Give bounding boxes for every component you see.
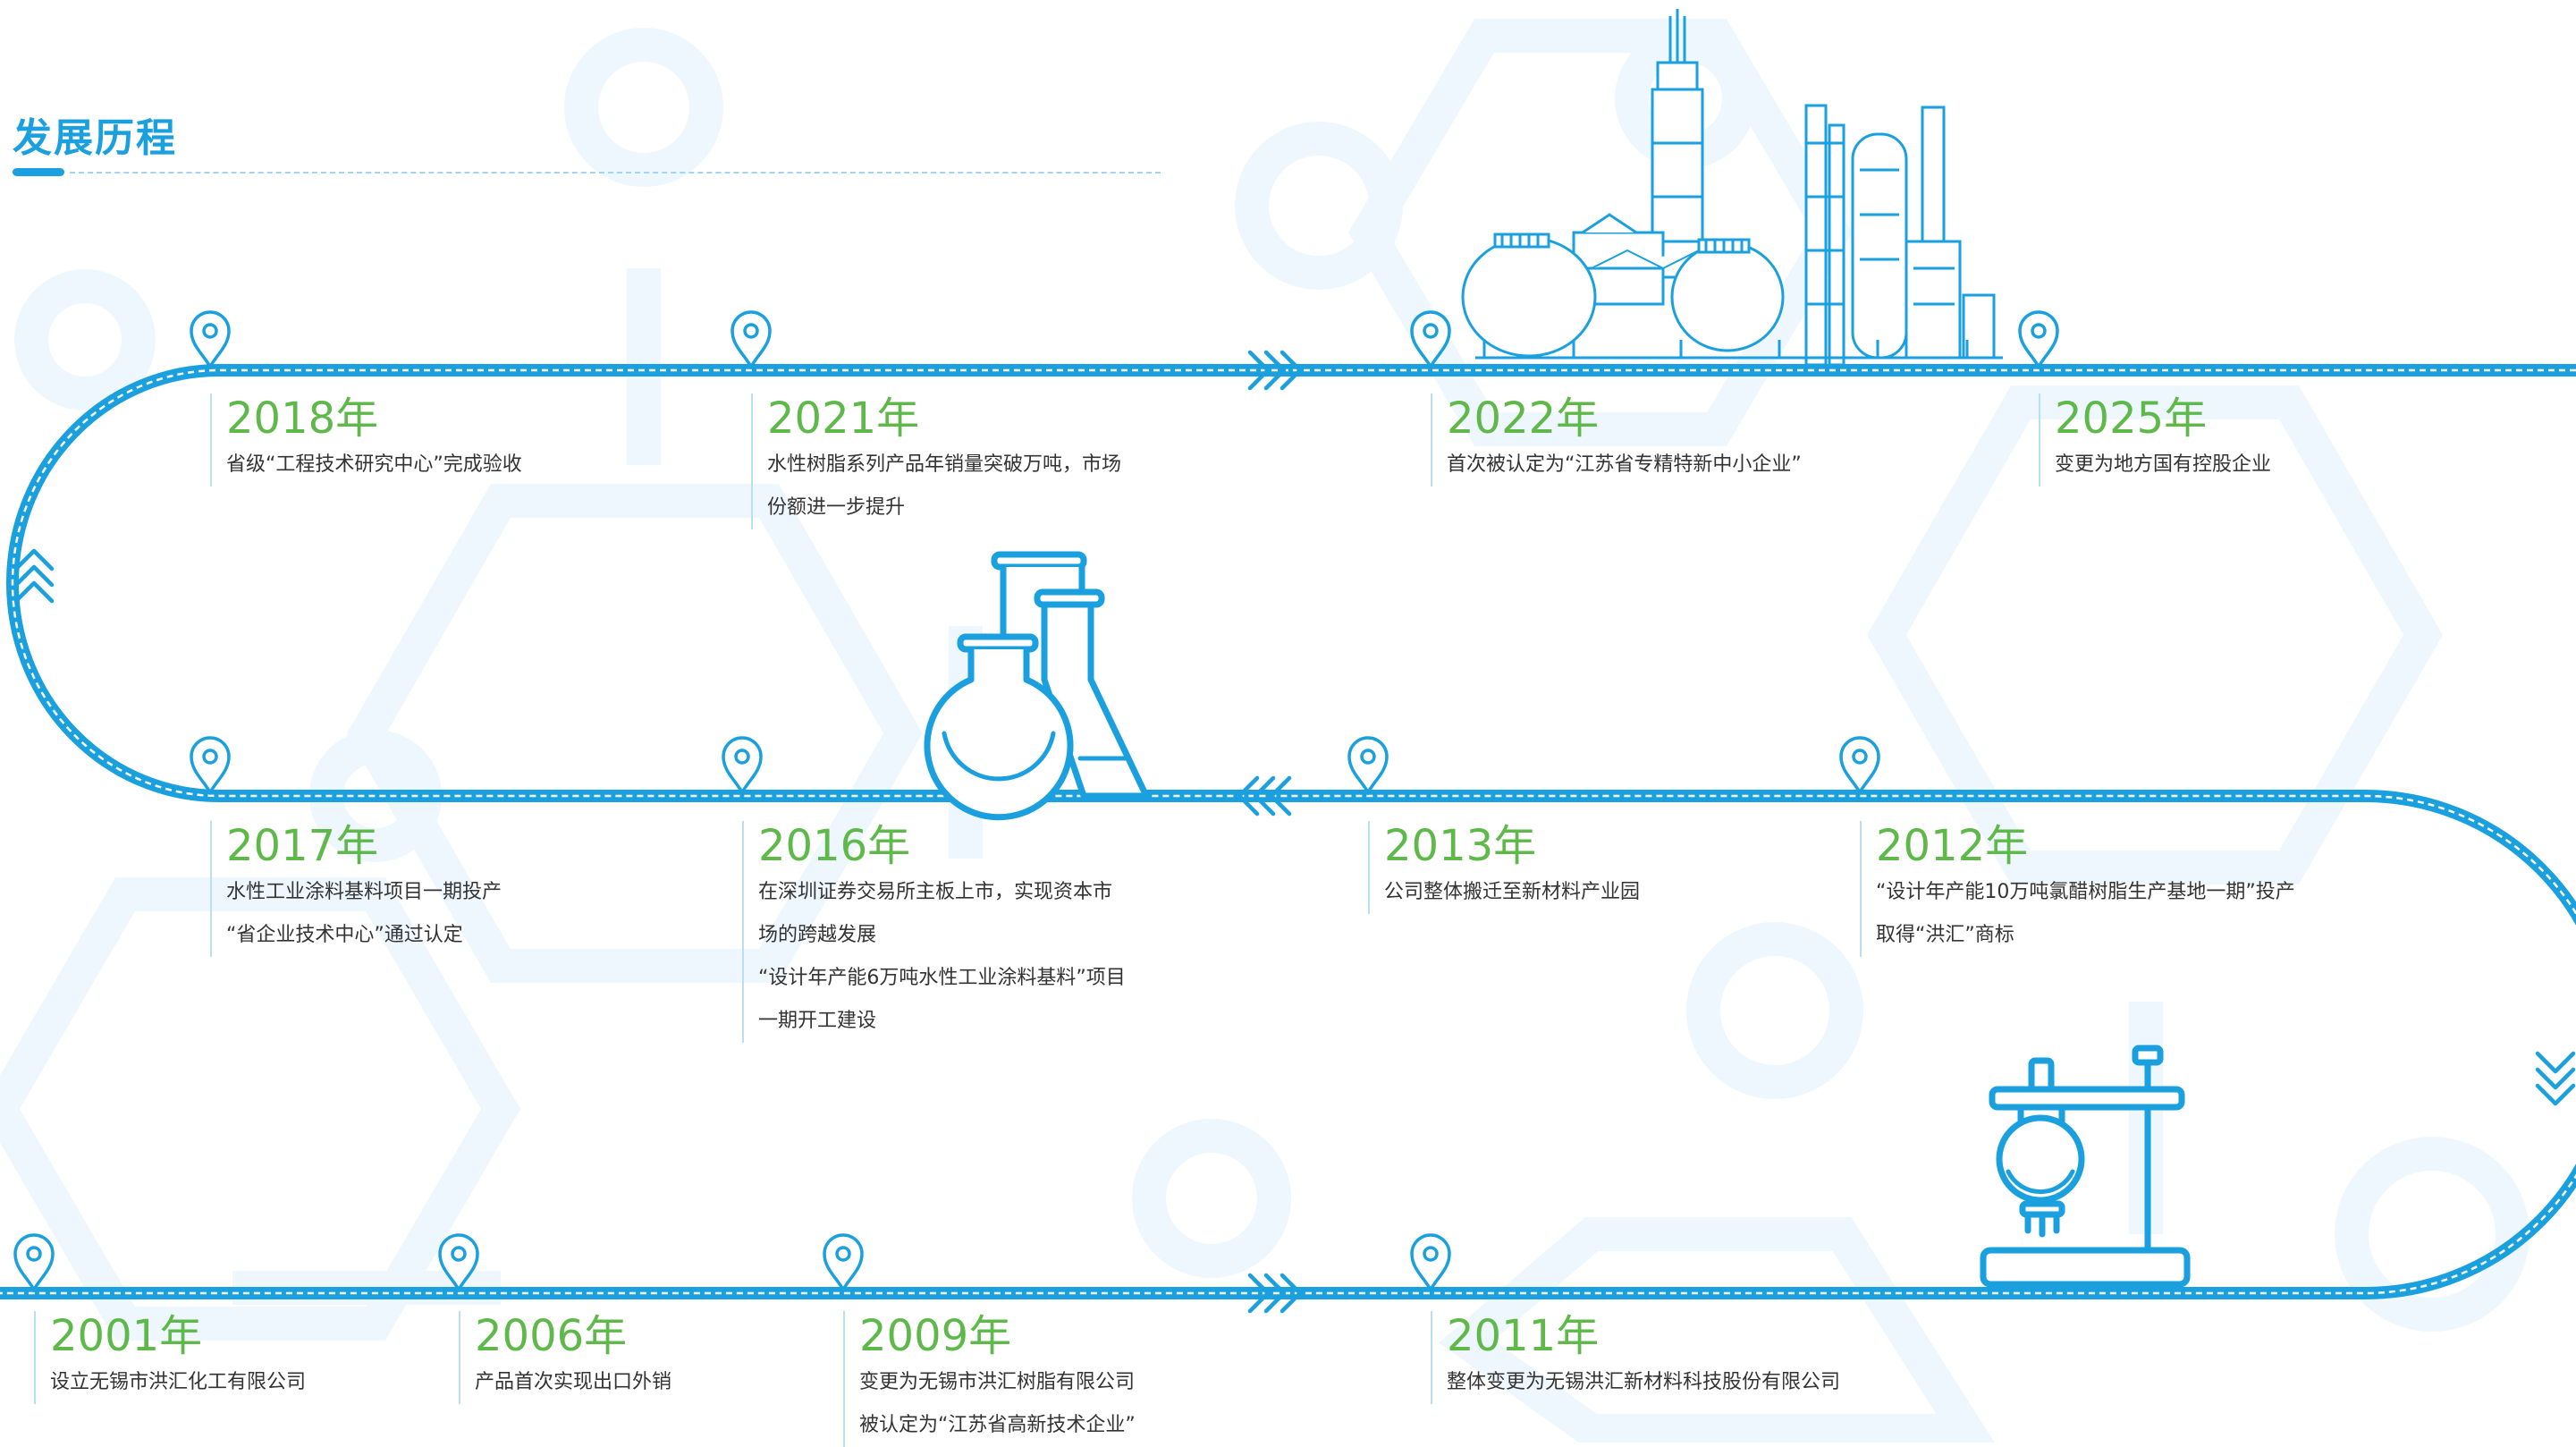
event-year: 2013年 [1384,821,1537,871]
event-description: 公司整体搬迁至新材料产业园 [1384,881,1641,903]
triple-chevron-icon [13,548,55,604]
map-pin-icon [823,1233,864,1293]
event-year: 2018年 [226,393,379,444]
event-description: 首次被认定为“江苏省专精特新中小企业” [1447,453,1802,476]
map-pin-icon [13,1233,55,1293]
event-year: 2009年 [859,1311,1012,1361]
timeline-event: 2016年在深圳证券交易所主板上市，实现资本市场的跨越发展 “设计年产能6万吨水性… [742,821,1126,1043]
event-description: 场的跨越发展 [758,924,877,946]
event-year: 2006年 [475,1311,628,1361]
event-description: 变更为地方国有控股企业 [2055,453,2272,476]
title-underline [13,168,64,176]
event-description: “设计年产能10万吨氯醋树脂生产基地一期”投产 [1876,881,2295,903]
triple-chevron-icon [2535,1051,2576,1106]
event-year: 2012年 [1876,821,2029,871]
timeline-event: 2013年公司整体搬迁至新材料产业园 [1368,821,1640,914]
timeline-event: 2021年水性树脂系列产品年销量突破万吨，市场份额进一步提升 [751,393,1121,529]
background-pattern [0,19,2530,1443]
event-description: 取得“洪汇”商标 [1876,924,2014,946]
lab-stand-illustration [1980,1045,2191,1288]
timeline-event: 2009年变更为无锡市洪汇树脂有限公司被认定为“江苏省高新技术企业” [843,1311,1136,1447]
event-year: 2022年 [1447,393,1600,444]
flasks-illustration [924,551,1150,821]
map-pin-icon [2018,310,2059,370]
timeline-event: 2022年首次被认定为“江苏省专精特新中小企业” [1431,393,1802,487]
event-description: 被认定为“江苏省高新技术企业” [859,1414,1136,1436]
map-pin-icon [1839,736,1880,796]
map-pin-icon [1347,736,1389,796]
event-year: 2011年 [1447,1311,1600,1361]
timeline-event: 2017年水性工业涂料基料项目一期投产 “省企业技术中心”通过认定 [210,821,502,957]
event-description: “省企业技术中心”通过认定 [226,924,463,946]
timeline-event: 2025年变更为地方国有控股企业 [2039,393,2271,487]
factory-illustration [1461,9,2003,367]
event-year: 2021年 [767,393,920,444]
event-description: 设立无锡市洪汇化工有限公司 [50,1371,307,1393]
timeline-event: 2001年设立无锡市洪汇化工有限公司 [34,1311,306,1404]
event-description: 一期开工建设 [758,1010,877,1032]
event-description: 省级“工程技术研究中心”完成验收 [226,453,522,476]
timeline-event: 2011年整体变更为无锡洪汇新材料科技股份有限公司 [1431,1311,1840,1404]
map-pin-icon [438,1233,479,1293]
triple-chevron-icon [1237,775,1292,817]
event-year: 2017年 [226,821,379,871]
map-pin-icon [722,736,763,796]
triple-chevron-icon [1247,350,1303,391]
event-description: 在深圳证券交易所主板上市，实现资本市 [758,881,1113,903]
event-description: 整体变更为无锡洪汇新材料科技股份有限公司 [1447,1371,1841,1393]
event-description: 份额进一步提升 [767,496,906,519]
event-year: 2025年 [2055,393,2208,444]
triple-chevron-icon [1247,1273,1303,1314]
map-pin-icon [731,310,772,370]
map-pin-icon [190,310,231,370]
timeline-event: 2006年产品首次实现出口外销 [459,1311,671,1404]
event-description: 变更为无锡市洪汇树脂有限公司 [859,1371,1136,1393]
event-description: 产品首次实现出口外销 [475,1371,672,1393]
event-description: 水性工业涂料基料项目一期投产 [226,881,503,903]
title-dashed-divider [70,172,1161,173]
map-pin-icon [1410,1233,1451,1293]
map-pin-icon [190,736,231,796]
event-year: 2001年 [50,1311,203,1361]
timeline-track-highlight [0,368,2576,1295]
map-pin-icon [1410,310,1451,370]
page-title: 发展历程 [13,115,177,161]
timeline-event: 2012年 “设计年产能10万吨氯醋树脂生产基地一期”投产取得“洪汇”商标 [1860,821,2295,957]
timeline-event: 2018年省级“工程技术研究中心”完成验收 [210,393,522,487]
event-year: 2016年 [758,821,911,871]
event-description: “设计年产能6万吨水性工业涂料基料”项目 [758,967,1126,989]
event-description: 水性树脂系列产品年销量突破万吨，市场 [767,453,1122,476]
